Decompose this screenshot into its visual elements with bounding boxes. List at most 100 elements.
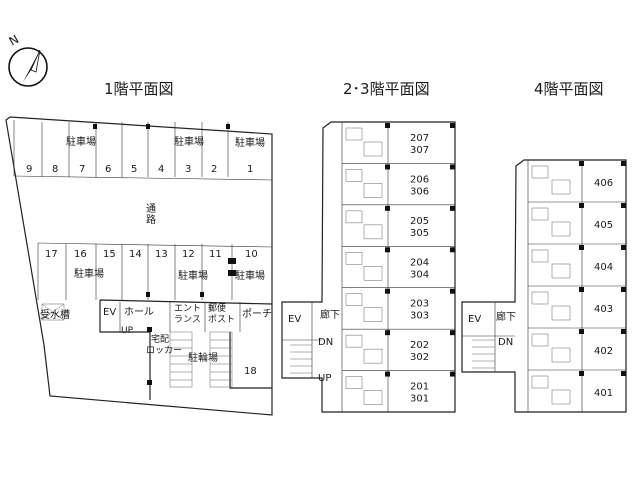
f1-porch: ポーチ (242, 308, 272, 320)
kitchen-fixture (363, 183, 383, 198)
column-marker (621, 329, 626, 334)
f23-corridor: 廊下 (320, 308, 340, 321)
column-marker (385, 247, 390, 253)
bath-fixture (531, 249, 549, 263)
f1-delivery-locker-2: ロッカー (146, 345, 182, 356)
column-marker (385, 205, 390, 211)
column-marker (385, 164, 390, 170)
f1-parking-label-bottom-left: 駐車場 (74, 267, 104, 280)
kitchen-fixture (363, 307, 383, 322)
column-marker (579, 245, 584, 250)
column-marker (450, 247, 455, 253)
bath-fixture (345, 210, 363, 224)
parking-number-2: 2 (211, 164, 217, 175)
kitchen-fixture (363, 390, 383, 405)
north-compass-icon: N (7, 32, 48, 87)
unit-number-201: 201 (410, 382, 429, 393)
bath-fixture (345, 293, 363, 306)
parking-number-8: 8 (52, 164, 58, 175)
f23-ev: EV (288, 314, 301, 325)
f4-ev: EV (468, 314, 481, 325)
f1-entrance-1: エント (174, 304, 201, 314)
column-marker (200, 292, 204, 297)
column-marker (579, 371, 584, 376)
bath-fixture (531, 207, 549, 221)
floor4-title: 4階平面図 (534, 80, 604, 98)
parking-number-7: 7 (79, 164, 85, 175)
f1-mailbox-1: 郵便 (208, 302, 226, 314)
parking-number-15: 15 (103, 249, 116, 260)
f1-hall: ホール (124, 306, 154, 318)
column-marker (146, 124, 150, 129)
unit-number-403: 403 (594, 304, 613, 315)
unit-number-203: 203 (410, 299, 429, 310)
unit-number-302: 302 (410, 352, 429, 363)
column-marker (450, 164, 455, 170)
kitchen-fixture (363, 141, 383, 157)
f1-parking-label-top-left: 駐車場 (66, 135, 96, 148)
column-marker (579, 287, 584, 292)
f1-passage-char-2: 路 (146, 213, 156, 226)
floor23-plan (281, 121, 456, 413)
unit-number-207: 207 (410, 133, 429, 144)
bath-fixture (531, 333, 549, 347)
column-marker (450, 123, 455, 128)
column-marker (450, 288, 455, 294)
parking-number-13: 13 (155, 249, 168, 260)
floor1-title: 1階平面図 (104, 80, 174, 98)
unit-number-307: 307 (410, 145, 429, 156)
column-marker (579, 203, 584, 208)
column-marker (146, 292, 150, 297)
f1-delivery-locker-1: 宅配 (151, 333, 169, 345)
unit-number-303: 303 (410, 311, 429, 322)
unit-number-202: 202 (410, 340, 429, 351)
f1-entrance-2: ランス (174, 314, 201, 325)
unit-number-404: 404 (594, 262, 613, 273)
kitchen-fixture (363, 224, 383, 240)
unit-number-401: 401 (594, 388, 613, 399)
column-marker (385, 288, 390, 294)
column-marker (450, 205, 455, 211)
bath-fixture (345, 169, 363, 182)
f23-dn: DN (318, 337, 333, 348)
column-marker (621, 203, 626, 208)
floor4-plan (461, 159, 627, 413)
column-marker (621, 245, 626, 250)
floor1-plan (5, 116, 273, 416)
unit-number-406: 406 (594, 178, 613, 189)
kitchen-fixture (551, 221, 571, 237)
unit-number-402: 402 (594, 346, 613, 357)
bath-fixture (531, 165, 549, 179)
column-marker (579, 161, 584, 166)
unit-number-304: 304 (410, 269, 429, 280)
parking-number-14: 14 (129, 249, 142, 260)
column-marker (450, 330, 455, 336)
bath-fixture (531, 375, 549, 389)
unit-number-206: 206 (410, 174, 429, 185)
f1-parking-label-top-right: 駐車場 (235, 136, 265, 149)
parking-number-5: 5 (131, 164, 137, 175)
parking-number-17: 17 (45, 249, 58, 260)
unit-number-405: 405 (594, 220, 613, 231)
column-marker (93, 124, 97, 129)
f1-up: UP (121, 326, 134, 336)
f1-bike-number: 18 (244, 366, 257, 377)
unit-number-301: 301 (410, 394, 429, 405)
kitchen-fixture (363, 348, 383, 364)
f23-up: UP (318, 373, 331, 384)
parking-number-6: 6 (105, 164, 111, 175)
column-marker (385, 123, 390, 128)
parking-number-12: 12 (182, 249, 195, 260)
f1-parking-label-bottom-right: 駐車場 (235, 269, 265, 282)
kitchen-fixture (551, 347, 571, 363)
column-marker (621, 161, 626, 166)
column-marker (385, 371, 390, 377)
column-marker (621, 371, 626, 376)
bath-fixture (345, 252, 363, 265)
f1-ev: EV (103, 307, 116, 318)
f1-parking-label-top-mid: 駐車場 (174, 135, 204, 148)
column-marker (579, 329, 584, 334)
kitchen-fixture (551, 179, 571, 195)
parking-number-10: 10 (245, 249, 258, 260)
